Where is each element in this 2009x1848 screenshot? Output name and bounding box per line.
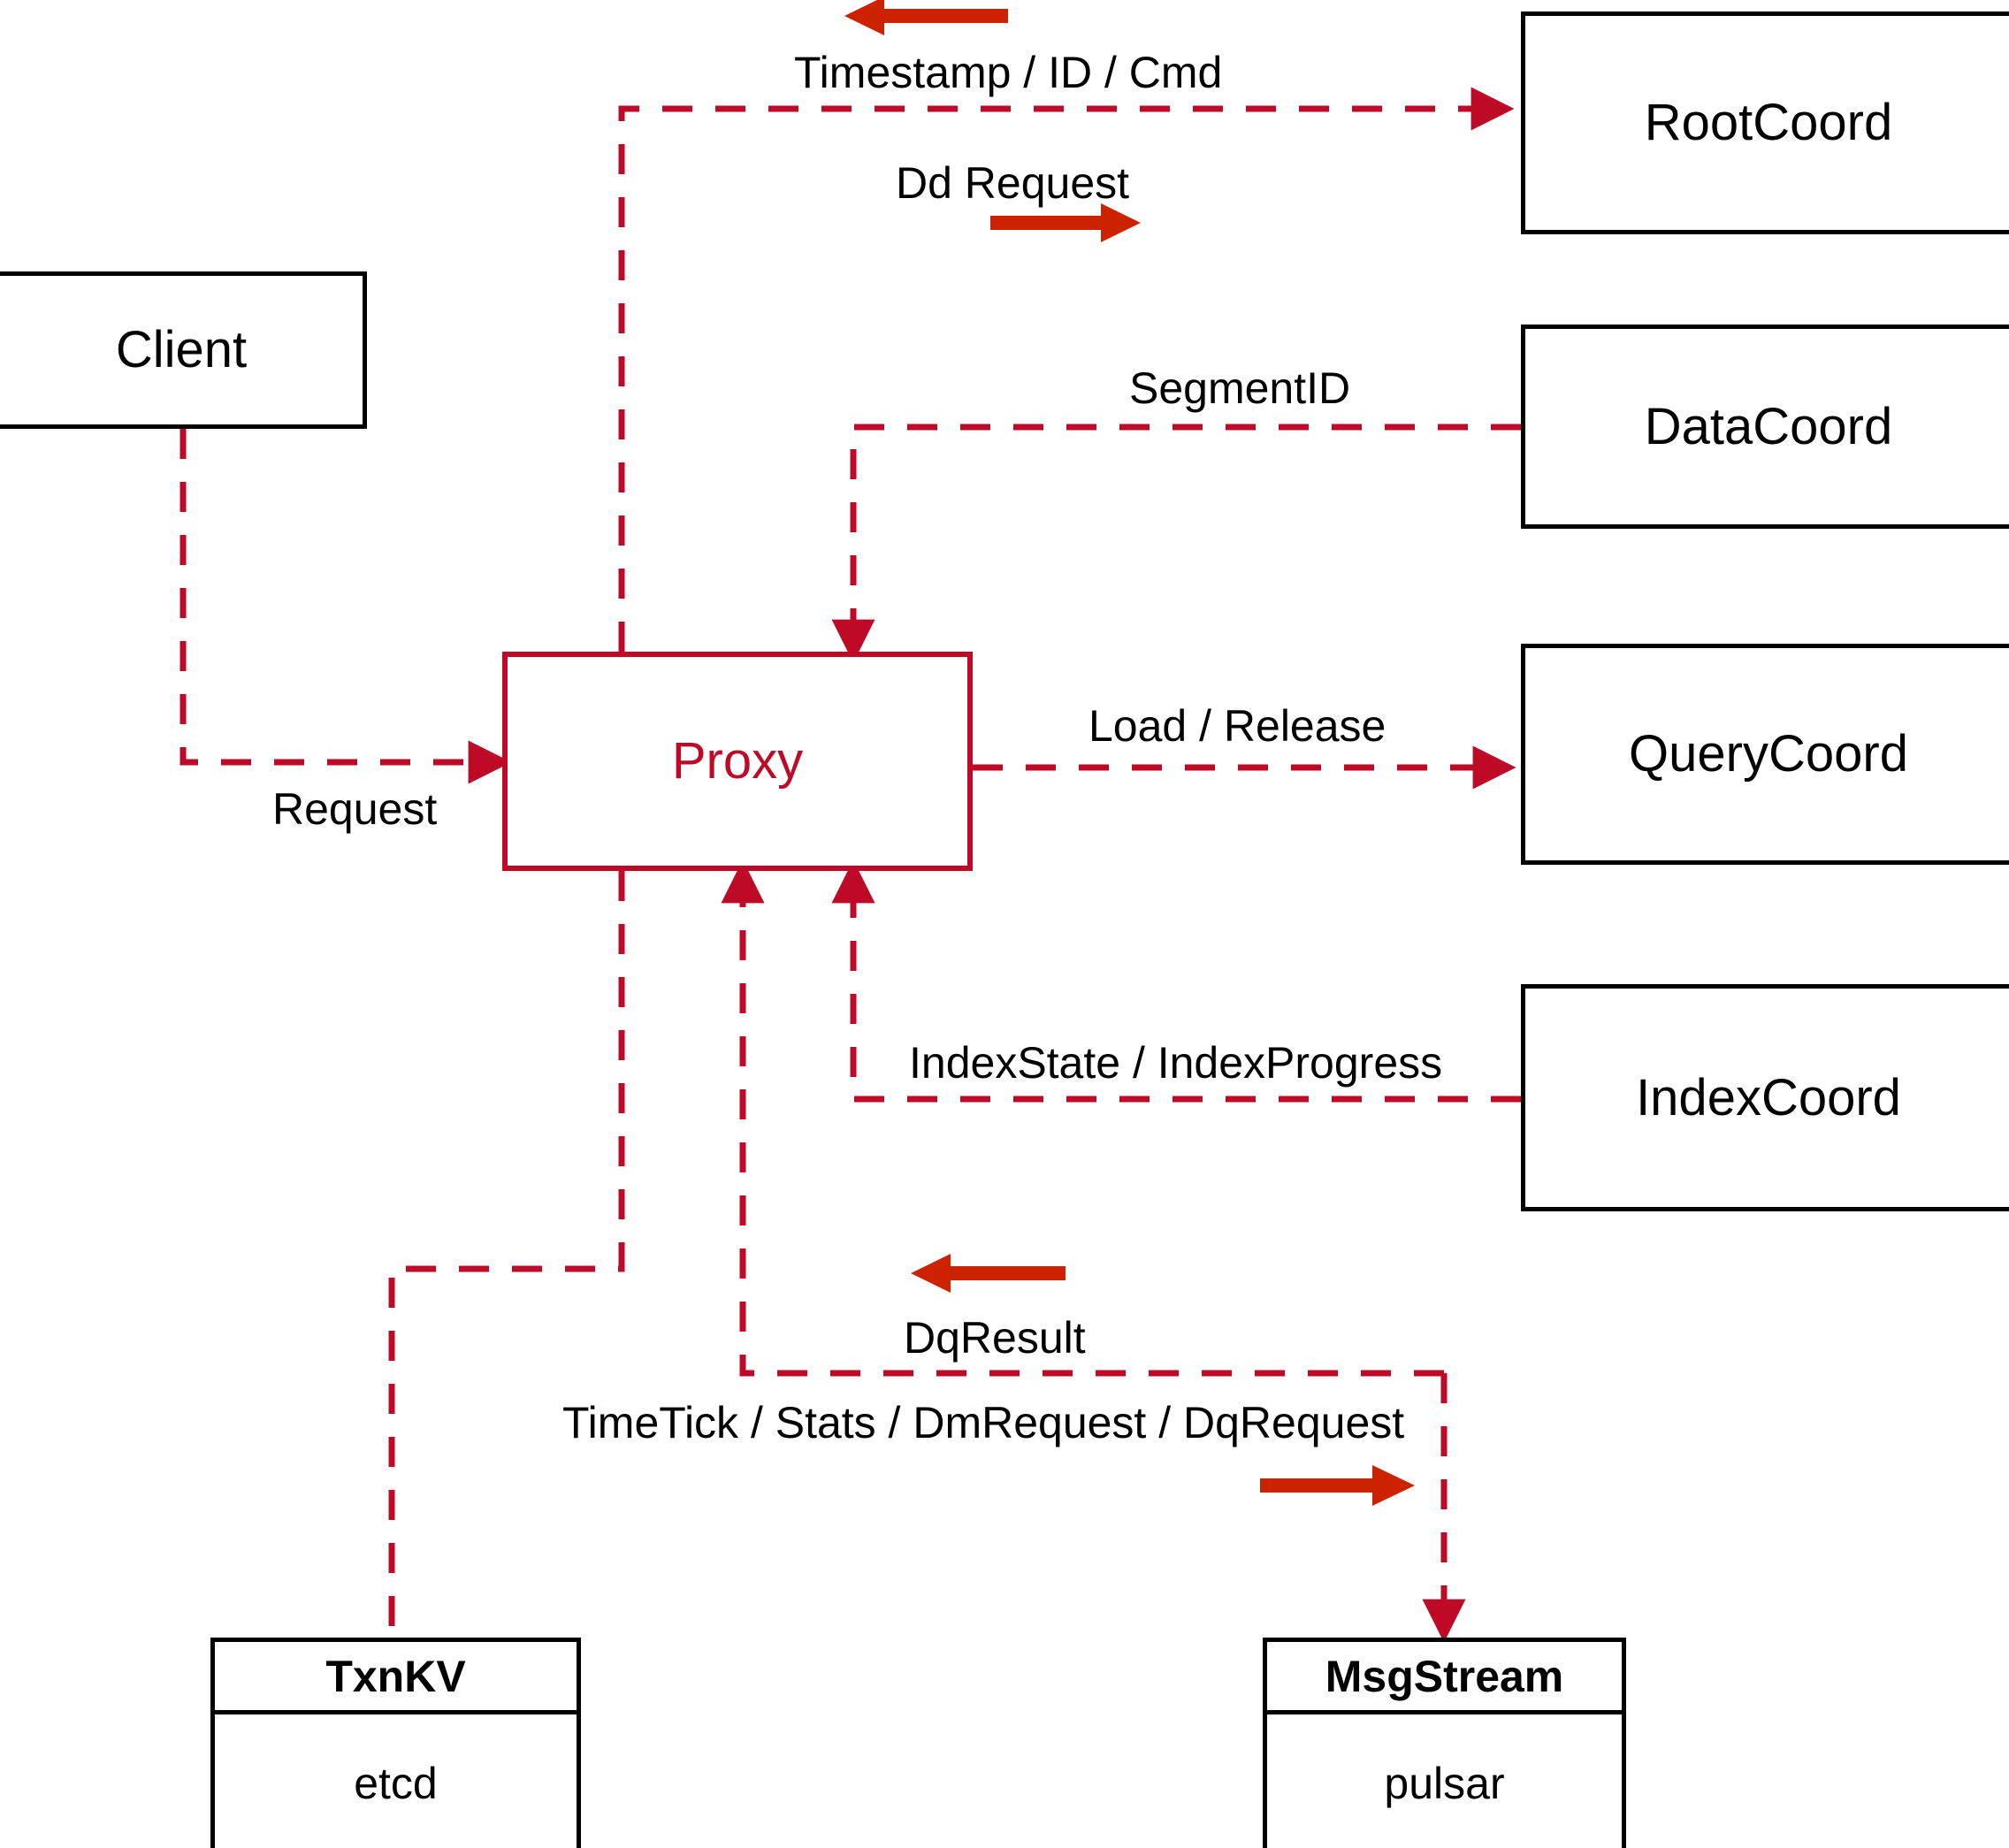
- node-client-label: Client: [115, 321, 248, 378]
- node-txnkv-header: TxnKV: [215, 1642, 577, 1714]
- node-querycoord-label: QueryCoord: [1629, 725, 1908, 783]
- node-msgstream-body: pulsar: [1267, 1714, 1622, 1848]
- node-msgstream-impl: pulsar: [1384, 1759, 1505, 1808]
- node-datacoord-label: DataCoord: [1644, 397, 1893, 455]
- direction-arrow-dqresult: [911, 1254, 1066, 1293]
- node-querycoord[interactable]: QueryCoord: [1521, 644, 2009, 865]
- node-txnkv[interactable]: TxnKV etcd: [210, 1638, 581, 1848]
- edge-proxy-to-txnkv: [388, 871, 625, 1638]
- node-msgstream-header: MsgStream: [1267, 1642, 1622, 1714]
- edge-label-load-release: Load / Release: [1089, 701, 1386, 751]
- node-proxy[interactable]: Proxy: [502, 652, 973, 871]
- edge-datacoord-to-proxy: [831, 424, 1521, 663]
- edge-client-to-proxy: [180, 429, 512, 784]
- edge-label-request: Request: [272, 784, 438, 834]
- edge-label-timetick-stats: TimeTick / Stats / DmRequest / DqRequest: [562, 1398, 1405, 1447]
- node-txnkv-impl: etcd: [354, 1759, 438, 1808]
- edge-label-index-state-progress: IndexState / IndexProgress: [909, 1038, 1443, 1088]
- node-proxy-label: Proxy: [671, 732, 804, 790]
- direction-arrow-dqrequest: [1260, 1465, 1415, 1506]
- node-indexcoord[interactable]: IndexCoord: [1521, 984, 2009, 1211]
- node-msgstream[interactable]: MsgStream pulsar: [1263, 1638, 1626, 1848]
- edge-label-dq-result: DqResult: [904, 1313, 1086, 1363]
- node-txnkv-body: etcd: [215, 1714, 577, 1848]
- node-rootcoord-label: RootCoord: [1644, 94, 1893, 151]
- node-client[interactable]: Client: [0, 271, 367, 429]
- node-txnkv-title: TxnKV: [325, 1651, 466, 1701]
- edge-label-segment-id: SegmentID: [1129, 363, 1351, 413]
- edge-label-timestamp-id-cmd: Timestamp / ID / Cmd: [794, 48, 1223, 97]
- node-indexcoord-label: IndexCoord: [1636, 1068, 1901, 1126]
- node-datacoord[interactable]: DataCoord: [1521, 325, 2009, 529]
- node-msgstream-title: MsgStream: [1325, 1651, 1564, 1701]
- edge-msgstream-to-proxy: [721, 859, 1444, 1377]
- edge-label-dd-request: Dd Request: [896, 158, 1130, 208]
- direction-arrow-timestamp: [844, 0, 1008, 35]
- node-rootcoord[interactable]: RootCoord: [1521, 11, 2009, 234]
- direction-arrow-dd-request: [990, 203, 1141, 242]
